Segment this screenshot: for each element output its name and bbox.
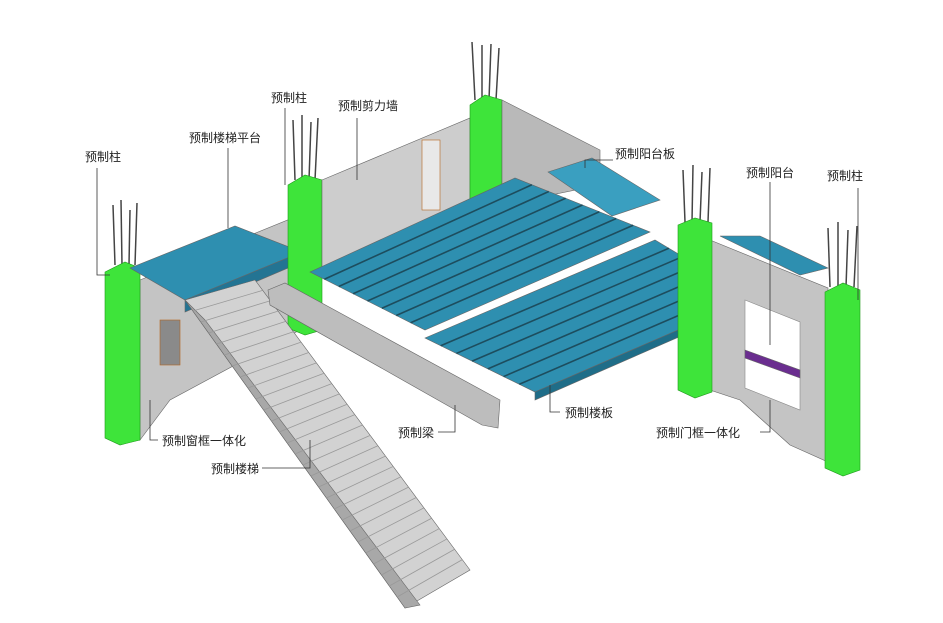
slab-rib <box>395 217 617 317</box>
stair-step <box>318 455 386 488</box>
stair-step <box>294 424 363 455</box>
slab-rib <box>352 197 566 295</box>
slab-rib <box>381 211 600 309</box>
label-shear-wall: 预制剪力墙 <box>338 99 399 113</box>
slab-rib <box>440 247 670 347</box>
leader-lines <box>96 108 859 469</box>
label-stair: 预制楼梯 <box>211 462 260 476</box>
column-left <box>104 261 141 446</box>
stair-step <box>357 507 425 543</box>
stair-step <box>263 383 332 411</box>
stair-step <box>224 331 294 356</box>
label-column-mid: 预制柱 <box>271 91 308 105</box>
column-right-front <box>824 282 861 477</box>
stair <box>184 279 471 609</box>
label-stair-platform: 预制楼梯平台 <box>189 131 262 145</box>
stair-step <box>373 528 440 565</box>
stair-step <box>286 414 355 444</box>
label-beam: 预制梁 <box>398 426 435 440</box>
stair-step <box>279 403 348 433</box>
label-balcony: 预制阳台 <box>746 166 795 180</box>
stair-step <box>208 310 279 334</box>
slab-rib <box>471 264 697 362</box>
balcony-slab <box>547 157 661 217</box>
slab-rib <box>367 204 583 302</box>
stair-step <box>349 497 417 532</box>
stair-step <box>232 341 302 367</box>
stair-step <box>192 289 263 312</box>
slab-rib <box>487 272 711 370</box>
slab-rib <box>338 190 550 288</box>
stair-step <box>271 393 340 422</box>
label-floor-slab: 预制楼板 <box>565 406 614 420</box>
stair-step <box>396 559 463 598</box>
stair-step <box>365 517 432 554</box>
label-window-frame: 预制窗框一体化 <box>162 434 247 448</box>
slab-rib <box>456 255 684 355</box>
stair-step <box>341 486 409 521</box>
slab-rib <box>410 224 634 324</box>
label-column-right: 预制柱 <box>827 169 864 183</box>
stair-step <box>247 362 317 389</box>
column-right-back <box>677 217 713 399</box>
label-balcony-slab: 预制阳台板 <box>615 147 676 161</box>
stair-step <box>239 352 309 378</box>
label-column-left: 预制柱 <box>85 150 122 164</box>
balcony-top <box>719 235 829 276</box>
floor-slab-back <box>309 177 651 331</box>
window-opening <box>159 319 181 366</box>
stair-step <box>381 538 448 576</box>
label-door-frame: 预制门框一体化 <box>656 426 741 440</box>
slab-rib <box>324 184 533 280</box>
stair-step <box>326 466 394 499</box>
stair-step <box>302 434 371 466</box>
stair-step <box>200 300 271 323</box>
door-opening-right <box>744 299 801 411</box>
stair-step <box>255 372 325 400</box>
stair-step <box>389 548 455 587</box>
door-opening <box>421 139 441 211</box>
stair-step <box>310 445 379 477</box>
beam <box>267 282 501 429</box>
rebar-left <box>112 41 858 288</box>
stair-step <box>334 476 402 510</box>
stair-step <box>216 321 286 345</box>
